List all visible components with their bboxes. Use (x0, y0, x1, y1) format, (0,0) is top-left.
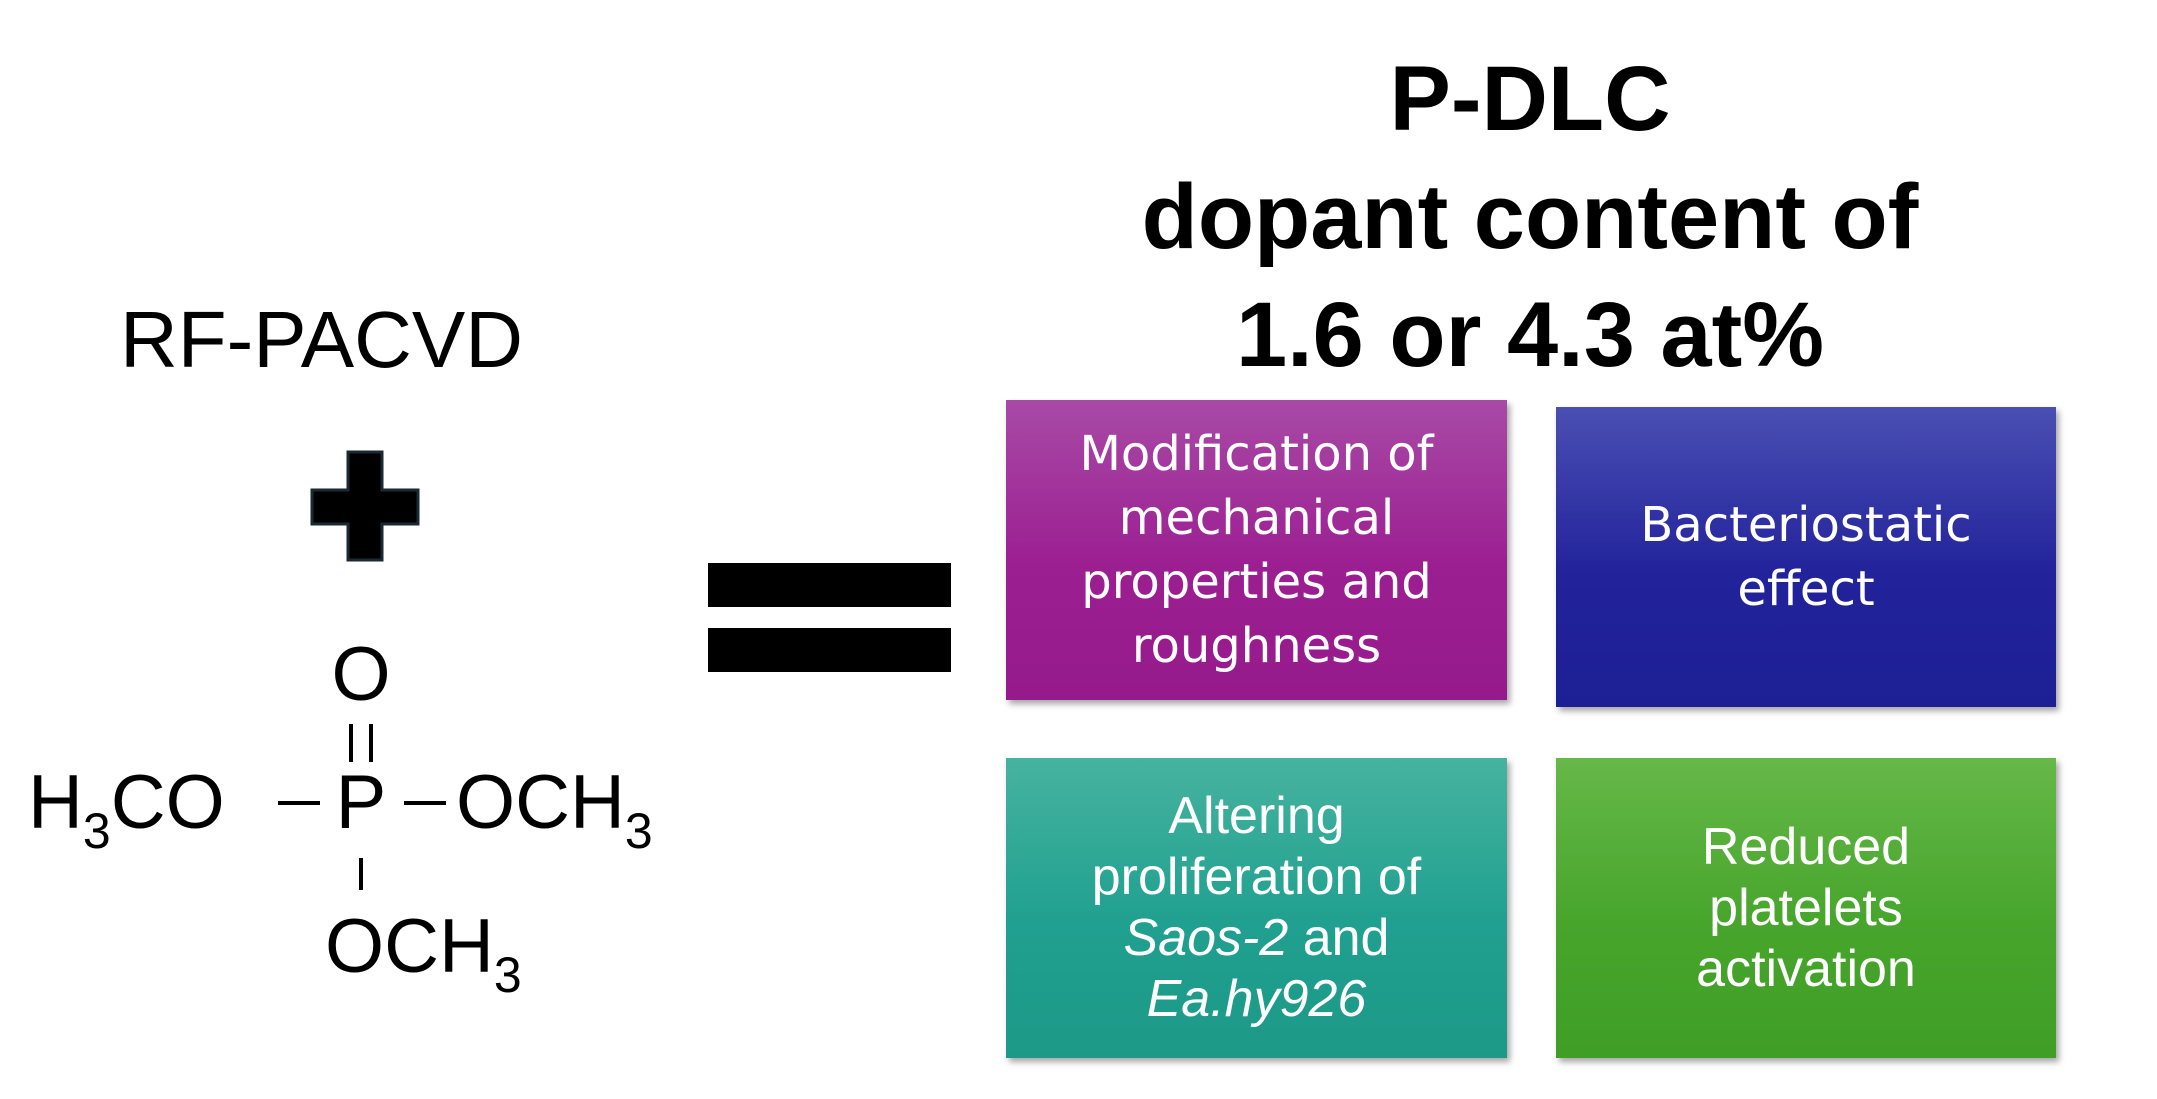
effect-line: Altering (1168, 787, 1345, 845)
cell-line-saos2: Saos-2 (1123, 909, 1289, 967)
result-title-line-3: 1.6 or 4.3 at% (1235, 284, 1825, 386)
equals-icon (708, 563, 951, 673)
effect-box-platelets: Reduced platelets activation (1556, 758, 2056, 1058)
effect-line: proliferation of (1091, 848, 1422, 906)
double-bonded-oxygen: O (331, 632, 390, 717)
effect-line: activation (1696, 939, 1916, 998)
right-group-och: OCH (456, 760, 625, 845)
effect-box-bacteriostatic: Bacteriostatic effect (1556, 407, 2056, 707)
result-title: P-DLC dopant content of 1.6 or 4.3 at% (1050, 40, 2010, 394)
effect-box-proliferation: Altering proliferation of Saos-2 and Ea.… (1006, 758, 1507, 1058)
equals-bar-bottom (708, 628, 951, 672)
effect-box-mechanical-text: Modification of mechanical properties an… (1024, 422, 1489, 678)
effect-line-connector: and (1288, 909, 1390, 967)
effect-line: effect (1737, 561, 1875, 617)
effect-line: roughness (1131, 618, 1382, 674)
effect-box-bacteriostatic-text: Bacteriostatic effect (1574, 493, 2038, 621)
effect-box-mechanical: Modification of mechanical properties an… (1006, 400, 1507, 700)
right-methoxy-group: OCH3 (456, 760, 653, 859)
plus-icon (310, 450, 420, 562)
effect-line: platelets (1709, 878, 1903, 937)
trimethyl-phosphate-structure: O H3CO P OCH3 OCH3 (28, 632, 653, 1003)
effect-box-platelets-text: Reduced platelets activation (1574, 817, 2038, 1000)
left-group-co: CO (111, 760, 225, 845)
effect-line: properties and (1081, 554, 1432, 610)
right-group-subscript: 3 (625, 803, 653, 859)
method-label: RF-PACVD (120, 295, 523, 384)
effect-line: Reduced (1701, 817, 1911, 876)
effect-line: Bacteriostatic (1640, 497, 1972, 553)
effect-line: Modification of (1079, 426, 1434, 482)
left-group-h: H (28, 760, 83, 845)
equals-bar-top (708, 563, 951, 607)
left-methoxy-group: H3CO (28, 760, 225, 859)
cell-line-eahy926: Ea.hy926 (1146, 970, 1367, 1028)
bottom-group-och: OCH (325, 904, 494, 989)
result-title-line-2: dopant content of (1141, 166, 1919, 268)
phosphorus-atom: P (336, 760, 387, 845)
bottom-group-subscript: 3 (494, 947, 522, 1003)
left-group-subscript: 3 (83, 803, 111, 859)
result-title-line-1: P-DLC (1389, 48, 1671, 150)
effect-box-proliferation-text: Altering proliferation of Saos-2 and Ea.… (1024, 786, 1489, 1030)
effect-line: mechanical (1118, 490, 1395, 546)
bottom-methoxy-group: OCH3 (325, 904, 522, 1003)
effect-line: Ea.hy926 (1024, 969, 1489, 1030)
effect-line: Saos-2 and (1024, 908, 1489, 969)
